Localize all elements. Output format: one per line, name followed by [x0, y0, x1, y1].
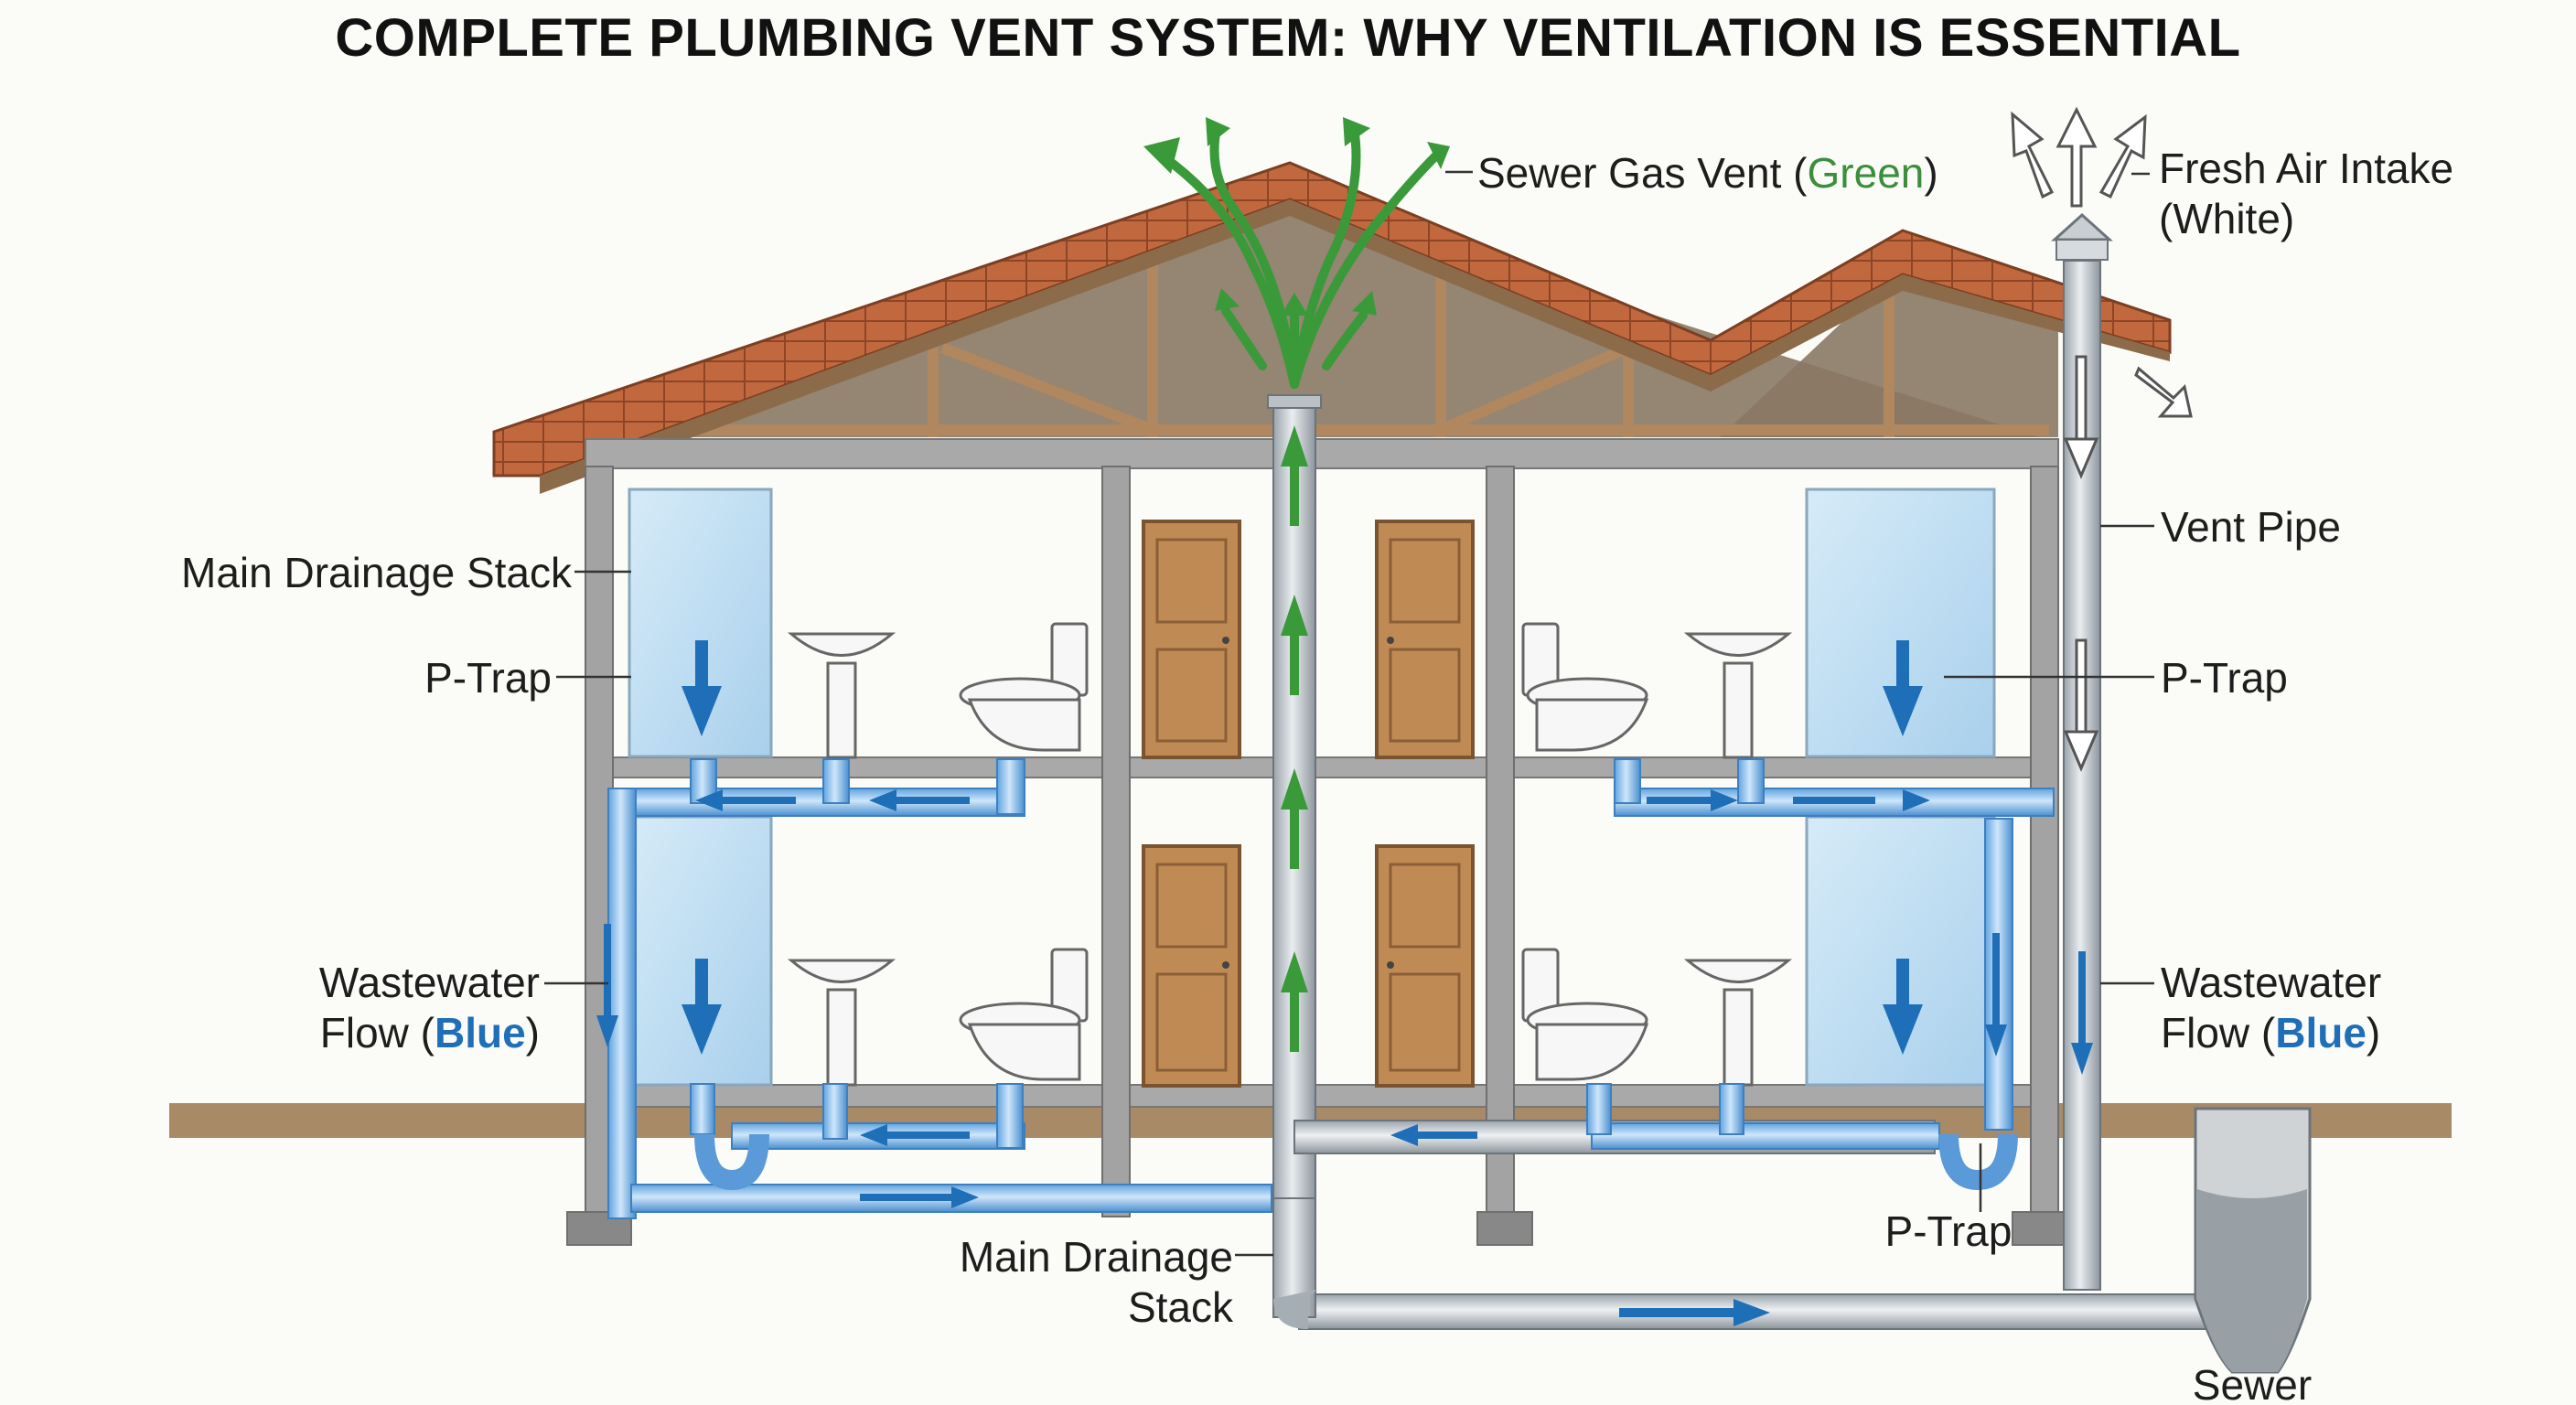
arrow-left-upper-1: [695, 789, 796, 811]
label-main-drainage-stack-bottom: Main Drainage: [960, 1233, 1233, 1281]
door-lower-right: [1375, 844, 1475, 1088]
arrow-down-vent-blue: [2071, 951, 2093, 1075]
page-title: COMPLETE PLUMBING VENT SYSTEM: WHY VENTI…: [335, 8, 2241, 68]
leader-lines: [544, 170, 2154, 1257]
label-wastewater-left: Wastewater: [319, 959, 540, 1006]
ceiling-slab: [585, 438, 2059, 469]
label-p-trap-left: P-Trap: [424, 654, 552, 702]
arrow-down-leftside: [596, 924, 618, 1047]
arrow-right-upper-2: [1793, 789, 1930, 811]
fresh-air-down-arrow: [2063, 355, 2099, 772]
vent-cap: [2051, 212, 2113, 241]
label-sewer-gas-vent: Sewer Gas Vent (Green): [1477, 149, 1938, 197]
green-arrow-3: [1281, 595, 1308, 695]
label-p-trap-right: P-Trap: [2161, 654, 2288, 702]
label-fresh-air-white: (White): [2159, 195, 2294, 242]
fresh-air-arrows: [2011, 106, 2193, 772]
doors: [1142, 520, 1475, 1088]
attic-trusses: [585, 265, 2049, 437]
fixtures: [787, 622, 1793, 1087]
arrow-down-shower-ur: [1883, 640, 1923, 736]
floor-slab-lower: [585, 1084, 2059, 1108]
arrow-left-lower-right: [1390, 1124, 1477, 1146]
green-arrow-4: [1281, 425, 1308, 526]
label-p-trap-bottom: P-Trap: [1885, 1207, 2012, 1255]
arrow-down-shower-ul: [682, 640, 722, 736]
arrow-right-lower-main: [860, 1186, 979, 1208]
arrow-right-upper-1: [1647, 789, 1738, 811]
wastewater-arrows: [596, 640, 2093, 1326]
label-fresh-air-intake: Fresh Air Intake: [2159, 145, 2453, 192]
arrow-left-upper-2: [869, 789, 970, 811]
arrow-down-shower-lr: [1883, 959, 1923, 1055]
plume-arrowheads: [1143, 117, 1450, 316]
door-lower-left: [1142, 844, 1241, 1088]
sewer-gas-arrows: [1281, 425, 1308, 1052]
door-upper-left: [1142, 520, 1241, 759]
green-arrow-2: [1281, 768, 1308, 869]
sewer-gas-plume: [1157, 123, 1441, 389]
door-upper-right: [1375, 520, 1475, 759]
label-main-drainage-stack-left: Main Drainage Stack: [181, 549, 573, 596]
label-sewer: Sewer: [2193, 1361, 2312, 1405]
green-arrow-1: [1281, 951, 1308, 1052]
arrow-down-right-blue: [1985, 933, 2007, 1056]
label-wastewater-right-flow: Flow (Blue): [2161, 1009, 2380, 1056]
label-wastewater-right: Wastewater: [2161, 959, 2381, 1006]
showers: [628, 488, 1996, 1087]
floor-slab-upper: [585, 756, 2059, 778]
arrow-down-shower-ll: [682, 959, 722, 1055]
label-vent-pipe: Vent Pipe: [2161, 503, 2341, 551]
arrow-right-sewer: [1619, 1299, 1770, 1326]
label-wastewater-left-flow: Flow (Blue): [320, 1009, 540, 1056]
arrow-left-lower: [860, 1124, 970, 1146]
label-main-drainage-stack-bottom-2: Stack: [1128, 1283, 1234, 1331]
